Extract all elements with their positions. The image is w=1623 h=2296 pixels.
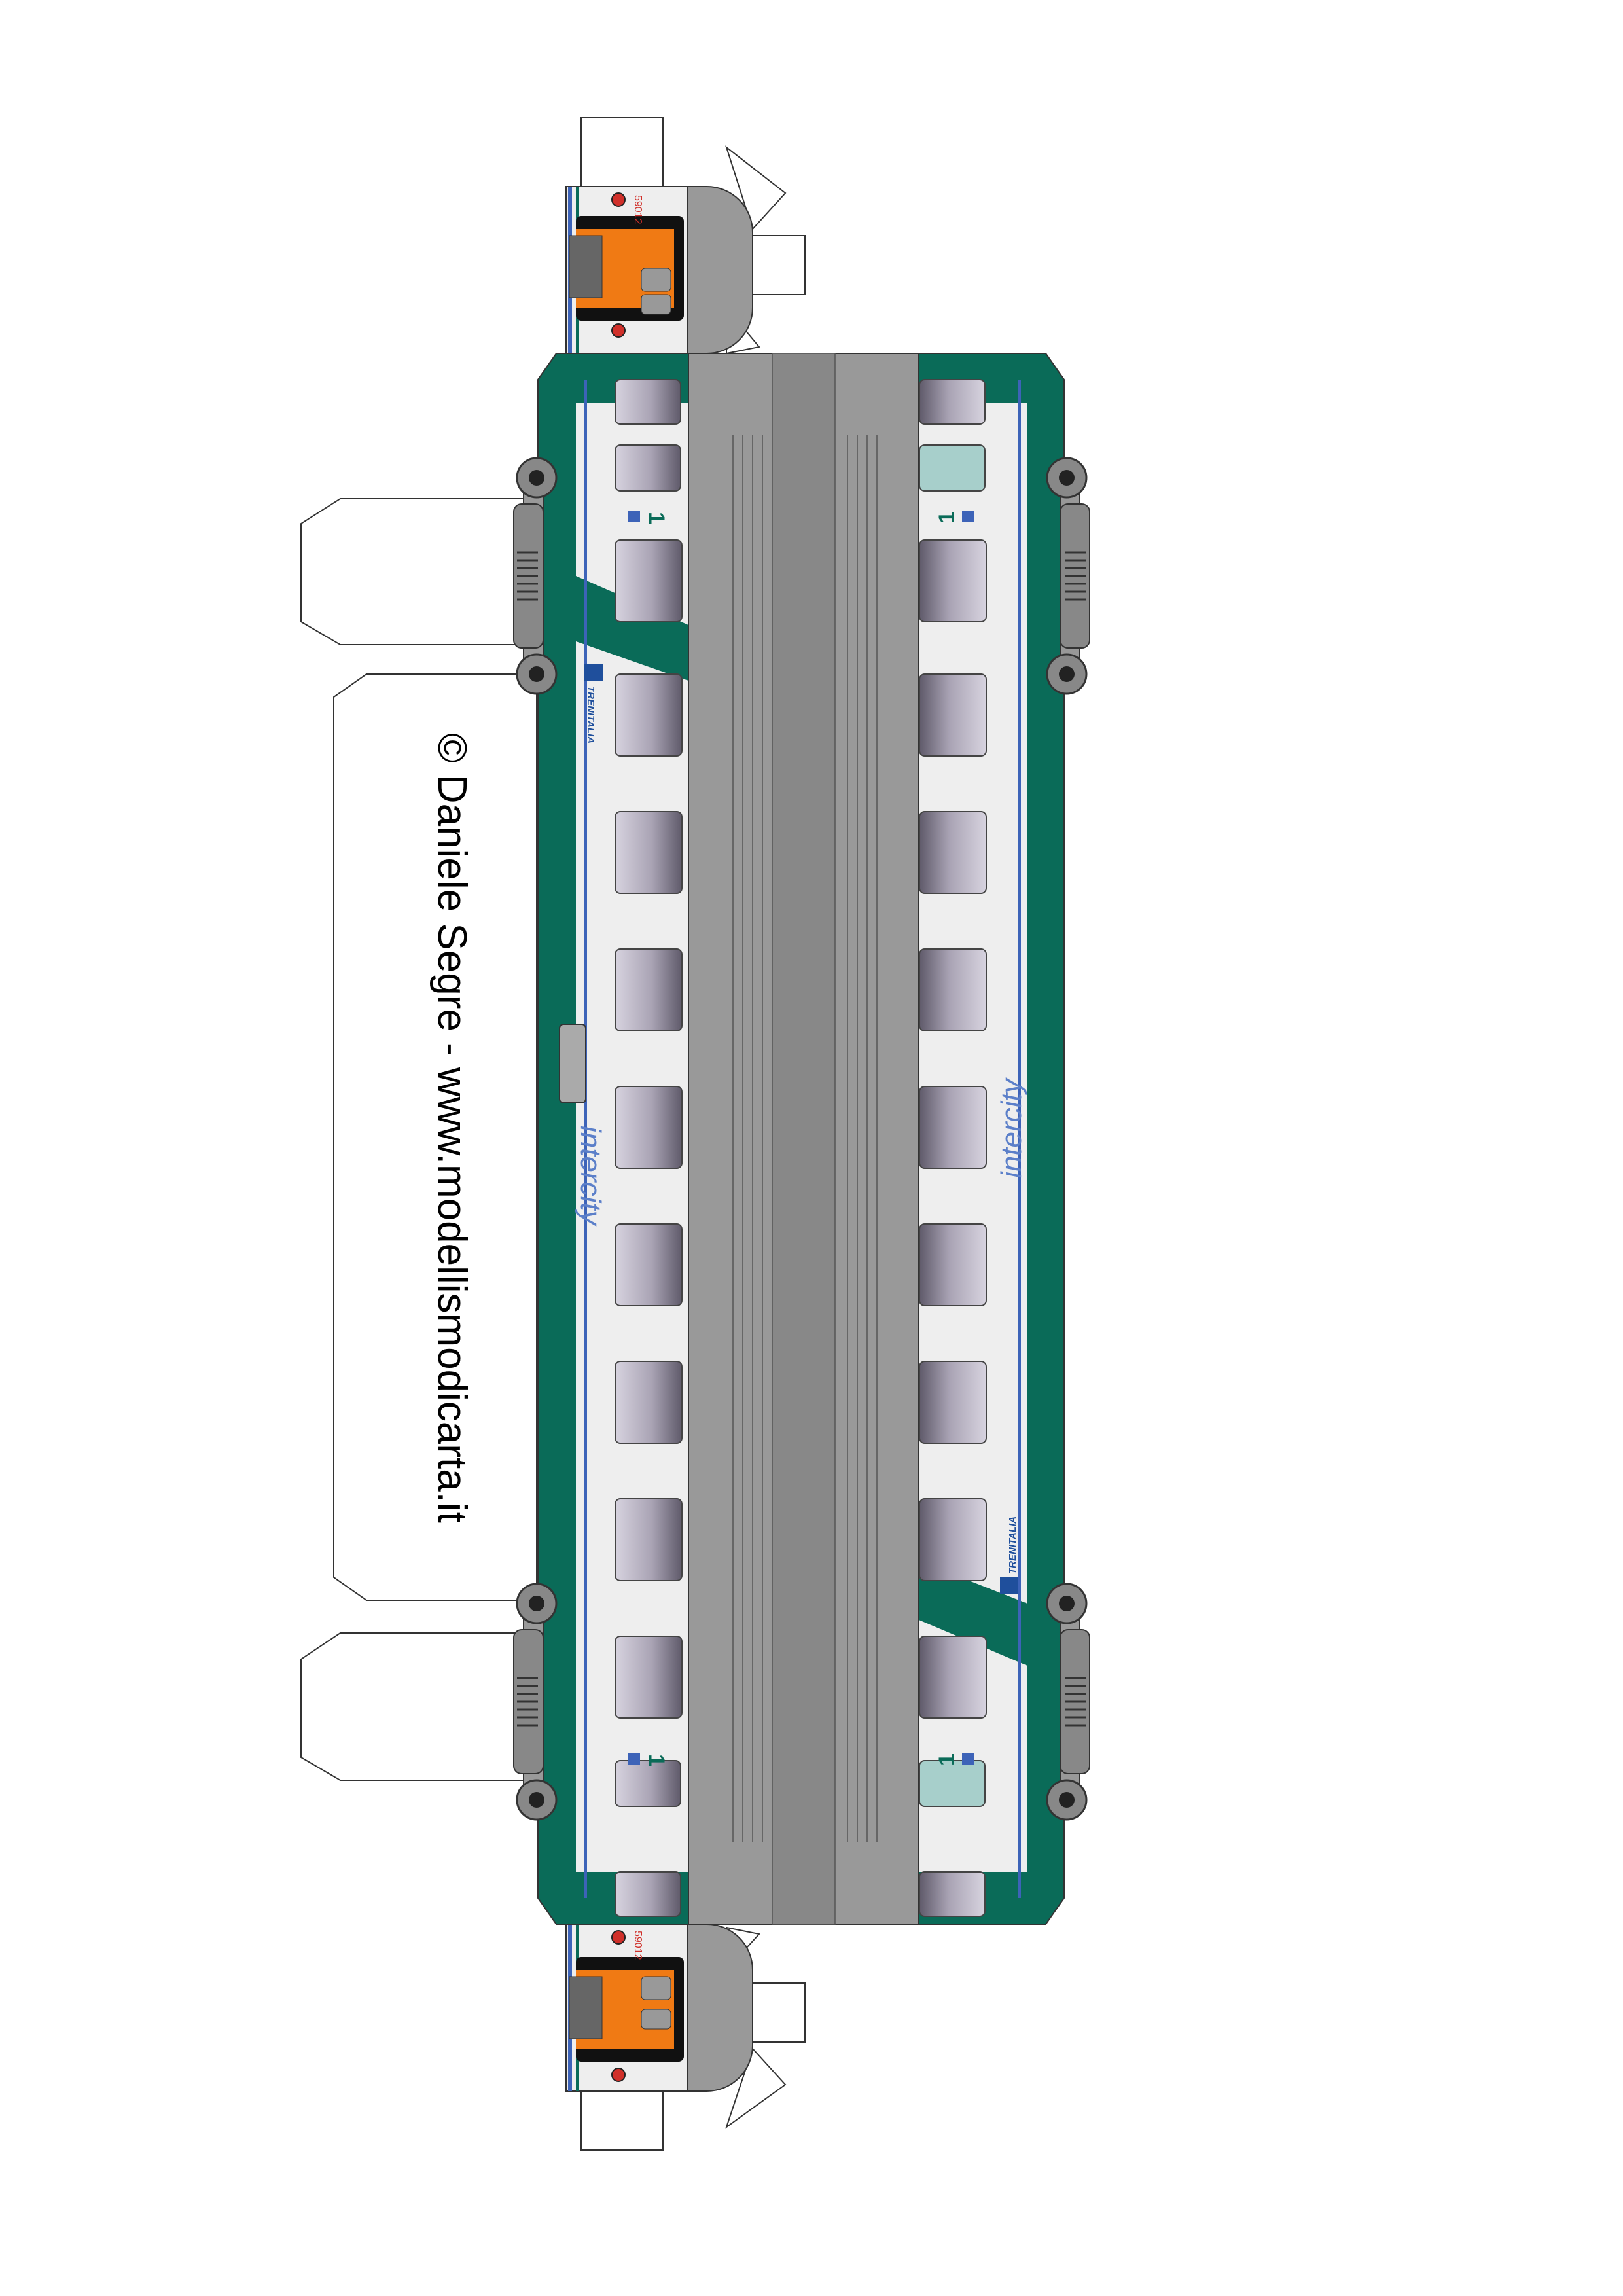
window-left-1 — [615, 539, 683, 622]
class-marking-1: 1 — [644, 512, 669, 524]
window-right-7 — [919, 1361, 987, 1444]
end-window-right-2 — [919, 1871, 986, 1917]
class-marking-4: 1 — [935, 1753, 959, 1766]
window-left-5 — [615, 1086, 683, 1169]
window-left-3 — [615, 811, 683, 894]
bogie-bottom-left — [513, 1583, 558, 1821]
intercity-logo-left: intercity — [575, 1126, 607, 1227]
window-left-9 — [615, 1636, 683, 1719]
window-right-2 — [919, 673, 987, 757]
door-window-right-1 — [919, 444, 986, 492]
side-vent — [559, 1024, 586, 1103]
end-window-left-1 — [615, 379, 681, 425]
window-left-4 — [615, 948, 683, 1031]
bogie-top-right — [1046, 457, 1090, 695]
window-right-8 — [919, 1498, 987, 1581]
class-marking-3: 1 — [935, 511, 959, 524]
operator-label-right: TRENITALIA — [1007, 1516, 1018, 1574]
door-window-left-2 — [615, 1760, 681, 1807]
window-right-3 — [919, 811, 987, 894]
coach-number-top: 59012 — [632, 195, 643, 224]
bogie-bottom-right — [1046, 1583, 1090, 1821]
windows-right — [919, 379, 987, 1917]
end-window-left-2 — [615, 1871, 681, 1917]
coach-number-bottom: 59012 — [632, 1931, 643, 1960]
top-end-cap: 59012 — [565, 117, 806, 355]
trenitalia-fs-icon: TRENITALIA — [584, 664, 603, 744]
first-class-square-icon — [628, 511, 974, 1765]
window-right-1 — [919, 539, 987, 622]
window-right-9 — [919, 1636, 987, 1719]
window-right-4 — [919, 948, 987, 1031]
window-right-5 — [919, 1086, 987, 1169]
bogie-top-left — [513, 457, 558, 695]
operator-label-left: TRENITALIA — [585, 686, 596, 744]
windows-left — [615, 379, 683, 1917]
door-window-right-2 — [919, 1760, 986, 1807]
end-window-right-1 — [919, 379, 986, 425]
class-marking-2: 1 — [644, 1754, 669, 1767]
window-left-2 — [615, 673, 683, 757]
window-left-7 — [615, 1361, 683, 1444]
trenitalia-fs-icon: TRENITALIA — [1000, 1516, 1018, 1594]
intercity-logo-right: intercity — [995, 1077, 1027, 1178]
door-window-left-1 — [615, 444, 681, 492]
window-right-6 — [919, 1223, 987, 1306]
glue-tabs-left — [300, 498, 537, 1781]
bogies — [513, 457, 1090, 1821]
copyright-text: © Daniele Segre - www.modellismodicarta.… — [429, 733, 474, 1523]
bottom-end-cap: 59012 — [565, 1924, 806, 2151]
window-left-6 — [615, 1223, 683, 1306]
window-left-8 — [615, 1498, 683, 1581]
